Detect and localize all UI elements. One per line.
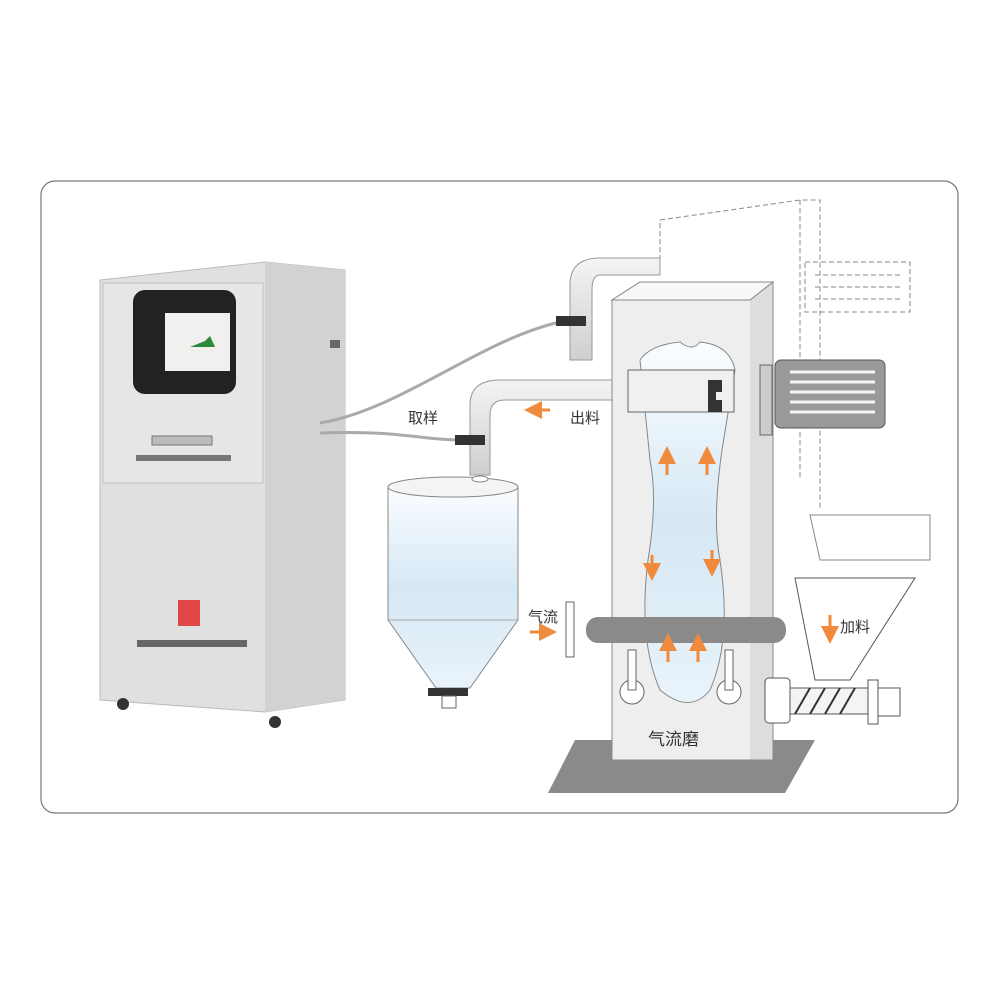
logo xyxy=(178,600,200,626)
label-sampling: 取样 xyxy=(408,409,438,427)
label-feeding: 加料 xyxy=(840,618,870,636)
sampling-tubes xyxy=(319,320,561,442)
top-pipe xyxy=(569,257,661,361)
label-airflow: 气流 xyxy=(528,608,558,626)
label-jet-mill: 气流磨 xyxy=(648,730,699,750)
collector-hopper xyxy=(387,475,519,709)
classifier-motor xyxy=(759,359,886,436)
dashed-duct xyxy=(659,199,911,510)
feeder xyxy=(764,514,931,725)
label-discharge: 出料 xyxy=(570,409,600,427)
flow-arrows xyxy=(524,401,839,662)
jet-mill xyxy=(565,280,786,761)
analyzer-cabinet xyxy=(99,261,346,728)
